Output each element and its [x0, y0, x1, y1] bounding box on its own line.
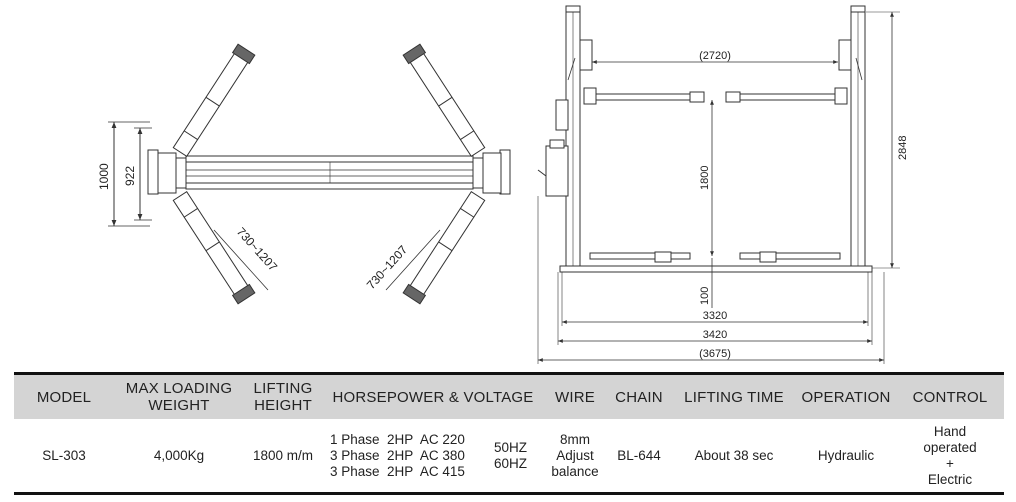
- dim-line-arm-left: [213, 229, 269, 291]
- header-chain: CHAIN: [615, 388, 663, 406]
- left-post: [157, 152, 177, 194]
- dim-label-3675: (3675): [699, 348, 731, 360]
- header-lifting-height: LIFTING HEIGHT: [253, 380, 313, 414]
- dim-label-100: 100: [699, 287, 711, 305]
- spec-table-row: SL-303 4,000Kg 1800 m/m 1 Phase 2HP AC 2…: [14, 419, 1004, 495]
- header-operation: OPERATION: [801, 388, 891, 406]
- cell-control: Hand operated + Electric: [923, 423, 977, 487]
- front-view: [537, 5, 900, 364]
- cell-weight: 4,000Kg: [153, 447, 205, 463]
- front-raised-arm-right: [729, 93, 841, 101]
- front-raised-arm-left: [589, 93, 701, 101]
- arm-top-right: [402, 43, 486, 158]
- dim-label-arm-right: 730~1207: [364, 242, 411, 292]
- cell-operation: Hydraulic: [817, 447, 875, 463]
- dim-label-2720: (2720): [699, 50, 731, 62]
- spec-table: MODEL MAX LOADING WEIGHT LIFTING HEIGHT …: [14, 372, 1004, 495]
- header-control: CONTROL: [912, 388, 988, 406]
- cell-wire: 8mm Adjust balance: [551, 431, 599, 479]
- dim-line-arm-right: [385, 229, 441, 291]
- right-post: [482, 152, 502, 194]
- cell-chain: BL-644: [617, 447, 661, 463]
- front-base: [559, 265, 873, 273]
- dim-label-2848: 2848: [897, 136, 909, 160]
- left-base-plate: [147, 149, 159, 195]
- crossbeam-top: [185, 155, 474, 163]
- crossbeam-bottom: [185, 182, 474, 190]
- header-model: MODEL: [36, 388, 92, 406]
- lift-technical-drawing: 1000 922 730~1207 730~1207: [97, 5, 909, 364]
- arm-bottom-right: [402, 190, 486, 305]
- dim-label-arm-left: 730~1207: [234, 225, 281, 275]
- front-lowered-arm-left: [589, 252, 691, 260]
- dim-label-1800: 1800: [699, 166, 711, 190]
- spec-table-header: MODEL MAX LOADING WEIGHT LIFTING HEIGHT …: [14, 372, 1004, 419]
- motor-unit: [545, 145, 569, 197]
- cell-model: SL-303: [42, 447, 86, 463]
- dim-label-1000: 1000: [97, 163, 111, 190]
- header-lifting-time: LIFTING TIME: [684, 388, 784, 406]
- front-lowered-arm-right: [739, 252, 841, 260]
- cell-height: 1800 m/m: [252, 447, 314, 463]
- header-max-loading: MAX LOADING WEIGHT: [125, 380, 233, 414]
- header-wire: WIRE: [555, 388, 595, 406]
- dim-label-3420: 3420: [703, 329, 727, 341]
- arm-top-left: [172, 43, 256, 158]
- dim-label-922: 922: [123, 166, 137, 186]
- top-view: [108, 43, 511, 305]
- dim-label-3320: 3320: [703, 310, 727, 322]
- header-horsepower: HORSEPOWER & VOLTAGE: [332, 388, 534, 406]
- cell-lifting-time: About 38 sec: [694, 447, 774, 463]
- arm-bottom-left: [172, 190, 256, 305]
- cell-frequency: 50HZ 60HZ: [494, 439, 528, 471]
- cell-power: 1 Phase 2HP AC 220 3 Phase 2HP AC 380 3 …: [330, 431, 465, 479]
